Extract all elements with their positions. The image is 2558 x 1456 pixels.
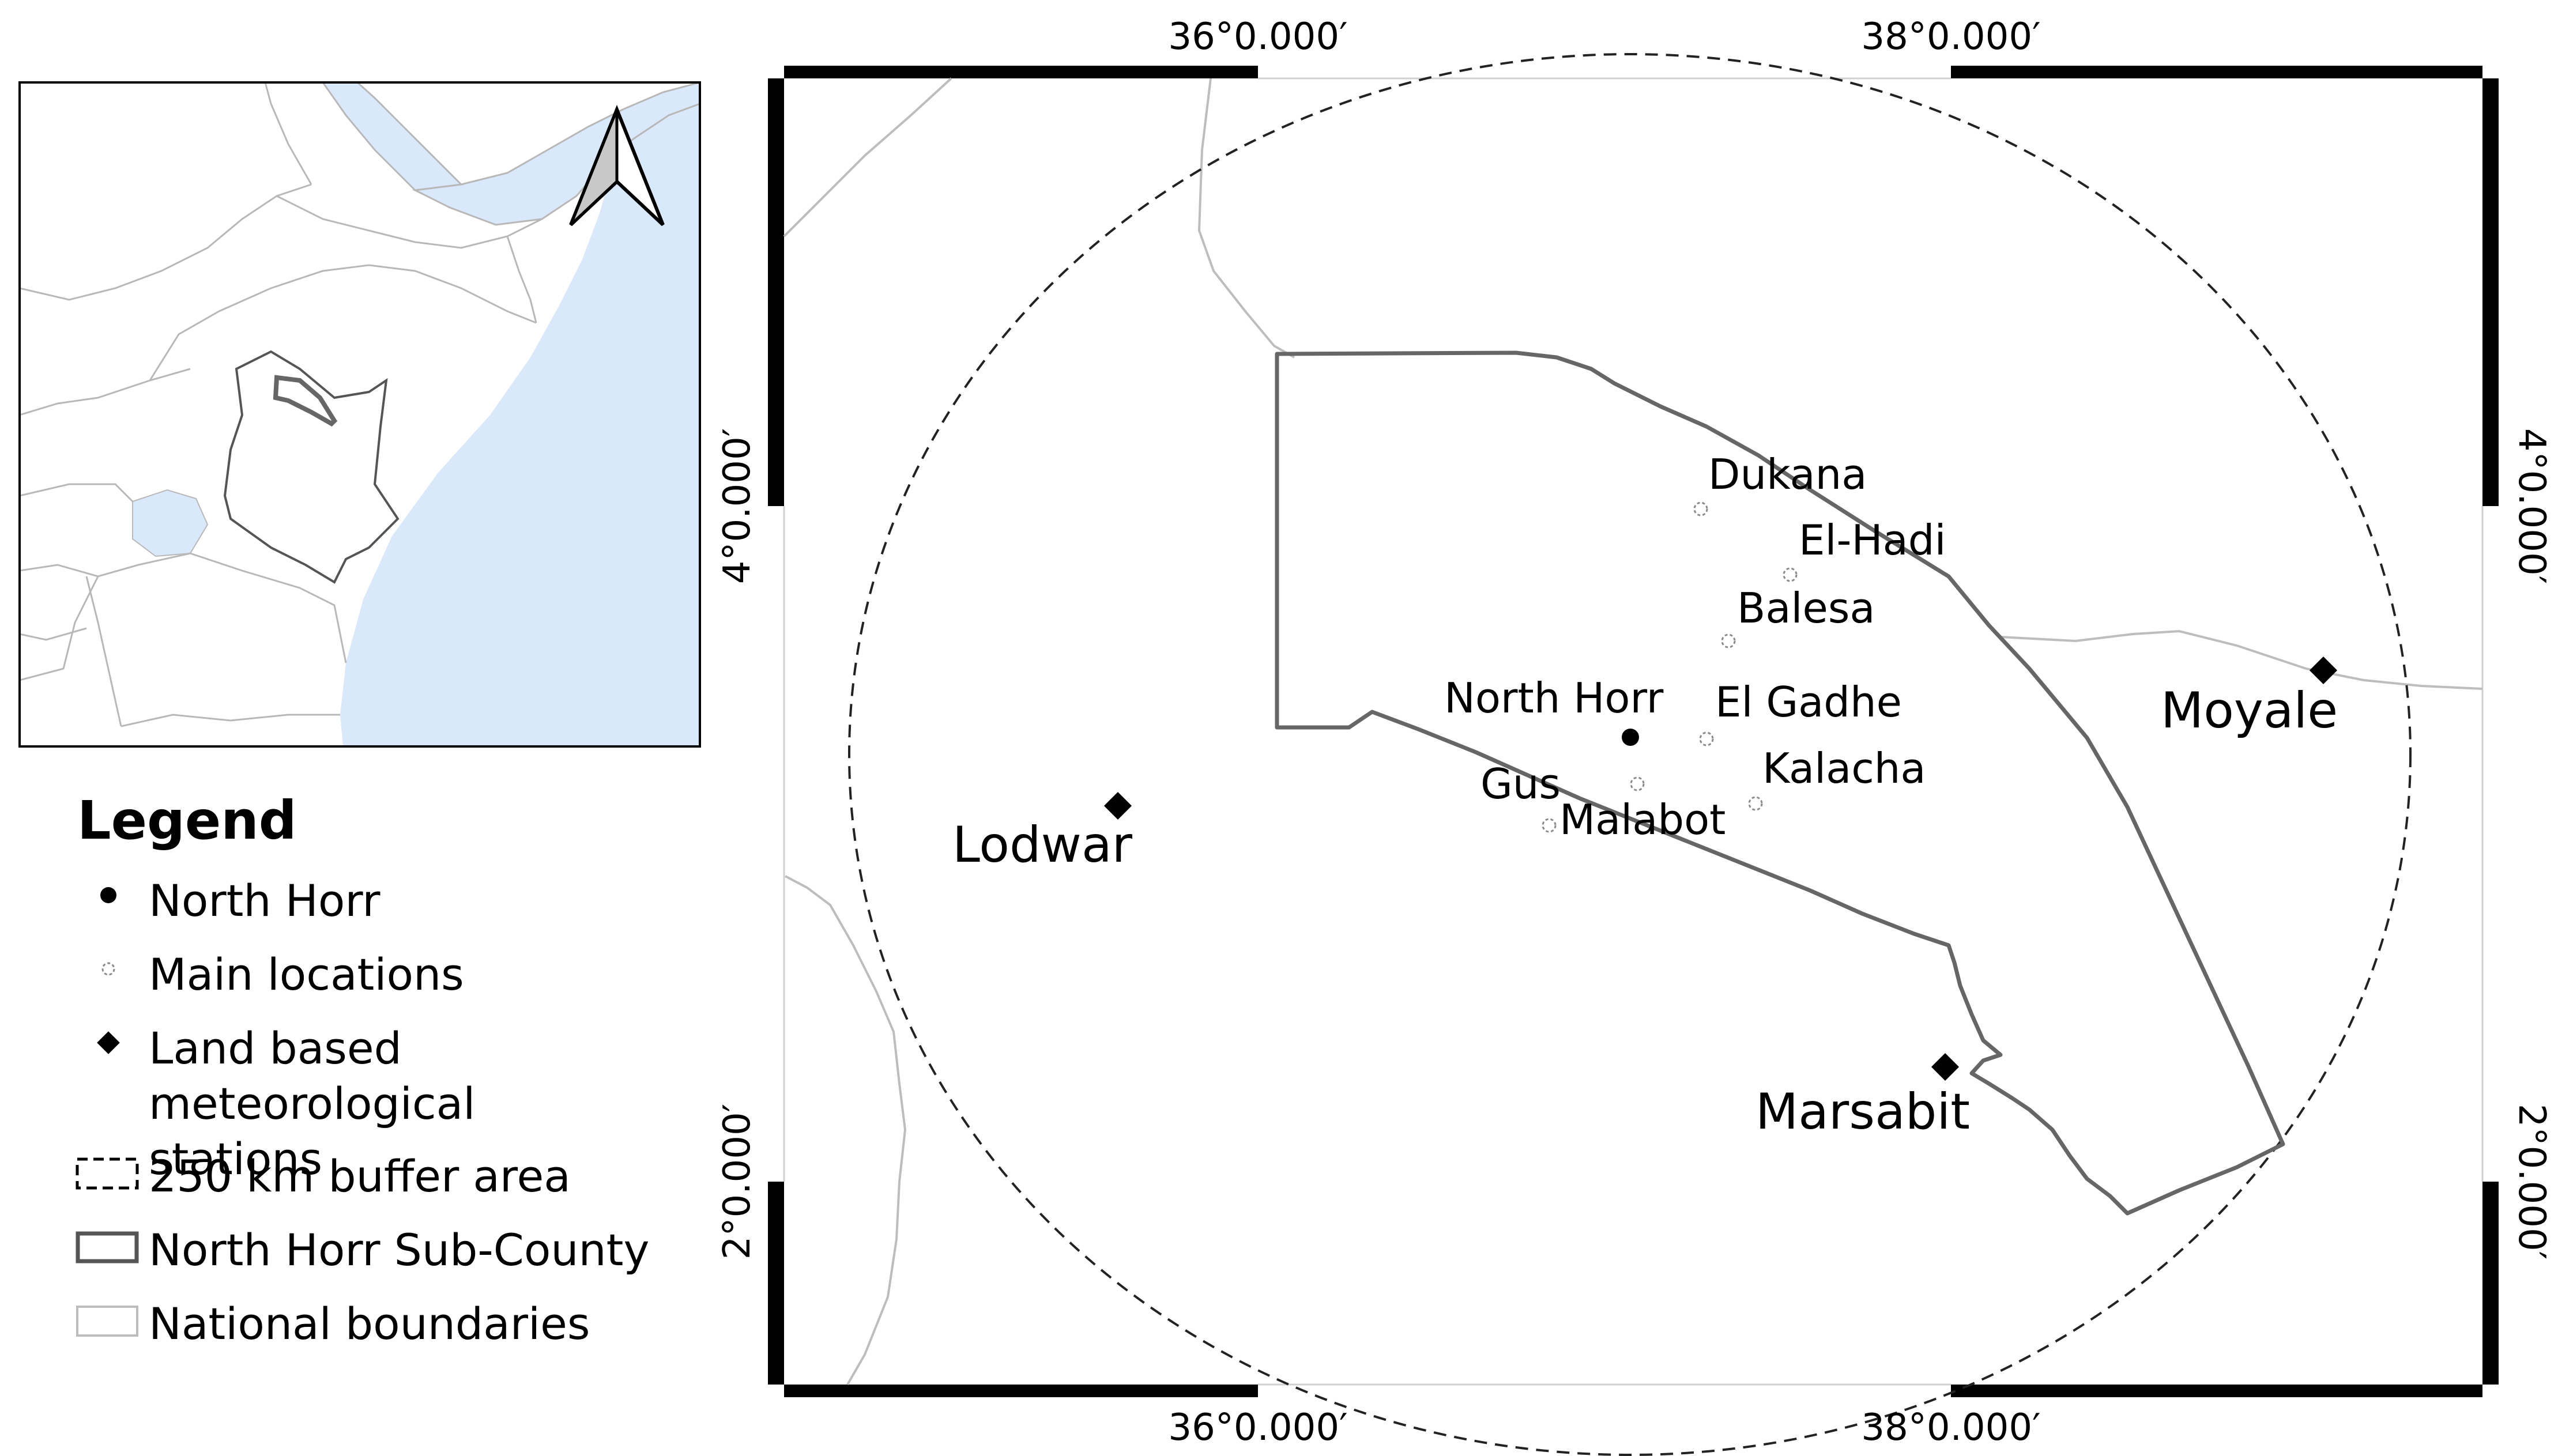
location-label-gus: Gus (1480, 760, 1561, 808)
lake-victoria (132, 489, 209, 557)
indian-ocean (340, 82, 700, 746)
legend-label: Main locations (149, 949, 464, 1000)
buffer-area-circle (848, 53, 2412, 1456)
filled-dot-icon (75, 881, 142, 922)
location-label-dukana: Dukana (1708, 450, 1867, 499)
location-label-el-gadhe: El Gadhe (1715, 678, 1902, 726)
inset-map (18, 81, 701, 748)
gulf-of-aden (412, 82, 700, 226)
moyale-station-marker (2309, 656, 2338, 685)
station-label-marsabit: Marsabit (1755, 1083, 1970, 1141)
red-sea (322, 82, 464, 191)
main-map: Lodwar Moyale Marsabit North Horr Dukana… (716, 16, 2553, 1456)
national-boundaries (783, 77, 2483, 1385)
light-outline-square-icon (75, 1304, 142, 1345)
inset-subcounty-outline (273, 375, 338, 427)
station-label-lodwar: Lodwar (952, 816, 1133, 874)
map-frame (768, 66, 2499, 1397)
legend-label: National boundaries (149, 1298, 590, 1349)
station-label-moyale: Moyale (2161, 682, 2338, 740)
el-hadi-marker (1783, 567, 1798, 582)
legend-label: 250 km buffer area (149, 1151, 571, 1202)
grid-label-left-4: 4°0.000′ (716, 428, 759, 584)
location-label-balesa: Balesa (1737, 584, 1875, 632)
inset-kenya-outline (223, 350, 400, 584)
balesa-marker (1721, 633, 1736, 648)
legend-item-subcounty: North Horr Sub-County (75, 1224, 738, 1304)
marsabit-station-marker (1931, 1053, 1960, 1081)
legend-label-line: stations (149, 1133, 323, 1185)
el-gadhe-marker (1699, 731, 1714, 746)
location-label-malabot: Malabot (1559, 795, 1726, 844)
kalacha-marker (1748, 796, 1763, 811)
legend-label: North Horr (149, 875, 381, 926)
legend-label: Land based meteorological stations (149, 1021, 738, 1187)
gus-marker (1630, 776, 1645, 791)
lake-tanganyika (85, 576, 122, 727)
grid-label-top-36: 36°0.000′ (1168, 16, 1347, 58)
legend-item-north-horr: North Horr (75, 875, 738, 955)
north-horr-subcounty-outline (1275, 350, 2285, 1216)
legend-item-main-locations: Main locations (75, 949, 738, 1029)
malabot-marker (1542, 818, 1557, 833)
grid-label-right-4: 4°0.000′ (2510, 428, 2553, 584)
legend-title: Legend (77, 790, 297, 851)
lodwar-station-marker (1103, 791, 1132, 820)
north-arrow-icon (569, 104, 665, 227)
legend: Legend North Horr Main locations Land ba… (75, 790, 738, 1378)
location-label-kalacha: Kalacha (1762, 744, 1926, 793)
inset-national-boundaries (20, 82, 543, 727)
diamond-icon (75, 1029, 142, 1069)
dashed-square-icon (75, 1157, 142, 1197)
north-horr-marker (1622, 729, 1639, 746)
legend-label-line: Land based meteorological (149, 1023, 476, 1129)
legend-label: North Horr Sub-County (149, 1224, 650, 1276)
town-label-north-horr: North Horr (1444, 674, 1664, 722)
legend-item-stations: Land based meteorological stations (75, 1023, 738, 1185)
legend-item-national-boundaries: National boundaries (75, 1298, 738, 1378)
legend-item-buffer: 250 km buffer area (75, 1151, 738, 1231)
grid-label-bottom-38: 38°0.000′ (1861, 1406, 2040, 1449)
grid-label-left-2: 2°0.000′ (716, 1104, 759, 1259)
dukana-marker (1693, 501, 1708, 516)
location-label-el-hadi: El-Hadi (1799, 516, 1946, 564)
inset-frame (18, 81, 701, 748)
hollow-dot-icon (75, 955, 142, 995)
grid-label-right-2: 2°0.000′ (2510, 1104, 2553, 1259)
dark-outline-square-icon (75, 1231, 142, 1271)
grid-label-bottom-36: 36°0.000′ (1168, 1406, 1347, 1449)
location-markers (1542, 501, 1798, 833)
grid-label-top-38: 38°0.000′ (1861, 16, 2040, 58)
